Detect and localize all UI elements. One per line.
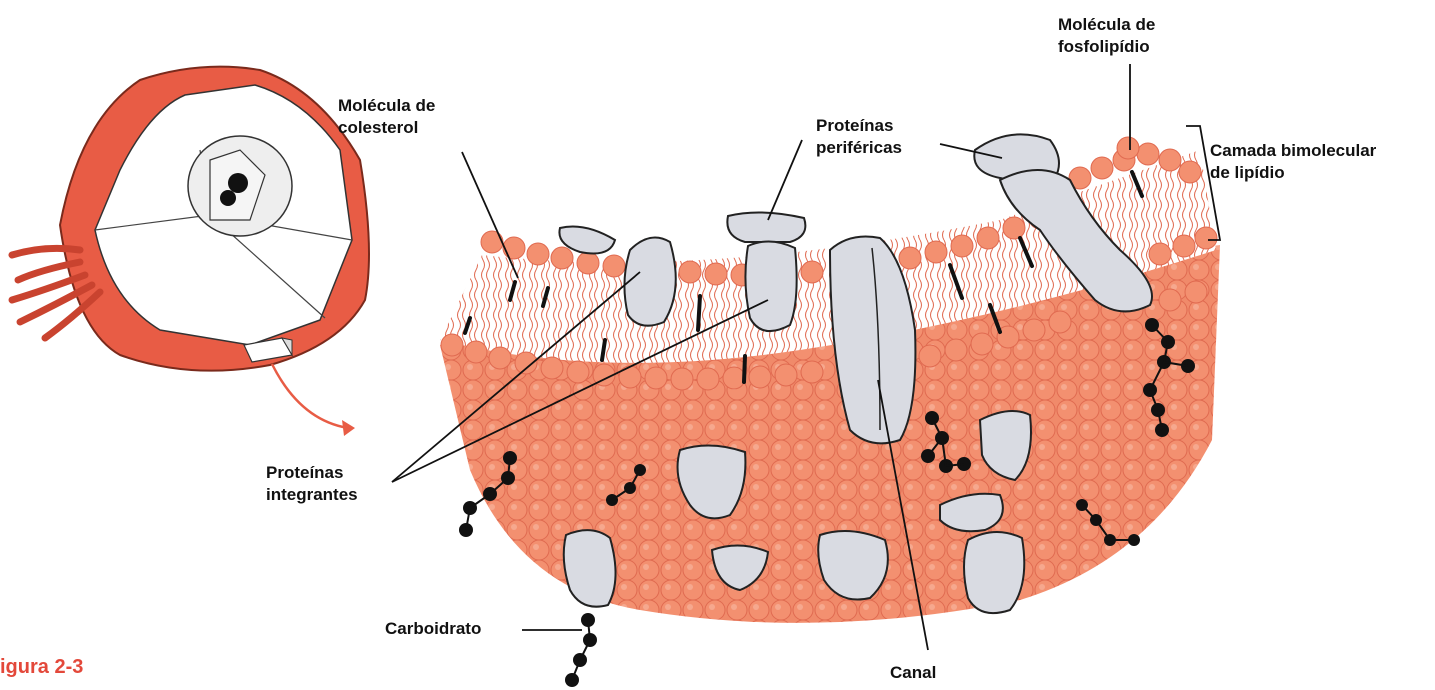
figure-caption: igura 2-3: [0, 656, 83, 679]
label-line: Proteínas: [266, 462, 358, 484]
label-camada-bimolecular: Camada bimolecular de lipídio: [1210, 140, 1376, 184]
cell-cutaway-icon: [12, 67, 369, 371]
label-line: periféricas: [816, 137, 902, 159]
label-proteinas-integrantes: Proteínas integrantes: [266, 462, 358, 506]
label-line: Camada bimolecular: [1210, 140, 1376, 162]
label-line: Molécula de: [1058, 14, 1155, 36]
label-line: colesterol: [338, 117, 435, 139]
label-line: integrantes: [266, 484, 358, 506]
label-line: Proteínas: [816, 115, 902, 137]
label-line: de lipídio: [1210, 162, 1376, 184]
membrane-slab: [440, 134, 1220, 687]
label-molecula-fosfolipidio: Molécula de fosfolipídio: [1058, 14, 1155, 58]
label-proteinas-perifericas: Proteínas periféricas: [816, 115, 902, 159]
label-carboidrato: Carboidrato: [385, 618, 481, 640]
label-line: Molécula de: [338, 95, 435, 117]
label-line: fosfolipídio: [1058, 36, 1155, 58]
label-molecula-colesterol: Molécula de colesterol: [338, 95, 435, 139]
label-canal: Canal: [890, 662, 936, 684]
arrow-icon: [272, 364, 348, 428]
